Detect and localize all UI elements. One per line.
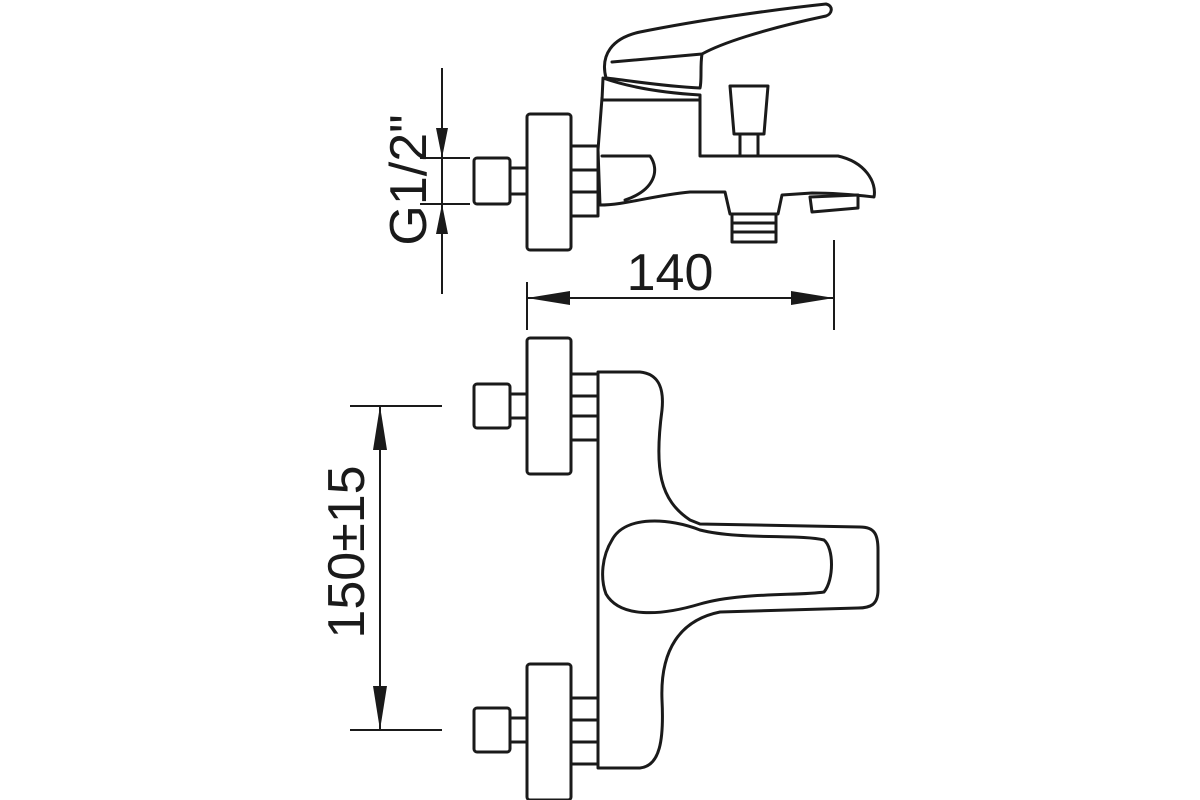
- side-view: [472, 2, 876, 252]
- thread-arrow-down: [436, 128, 448, 158]
- side-body-curve: [600, 154, 657, 202]
- front-lever-handle: [601, 519, 833, 615]
- width-dimension-label: 140: [627, 244, 714, 302]
- side-cartridge: [600, 76, 702, 102]
- side-flange: [525, 112, 573, 252]
- front-upper-nut: [569, 372, 600, 442]
- front-upper-flange: [525, 336, 573, 476]
- front-lower-connector-neck: [508, 716, 530, 744]
- front-lower-nut: [569, 696, 600, 766]
- front-view: [472, 336, 880, 800]
- front-lower-flange: [525, 662, 573, 800]
- side-diverter-knob: [728, 84, 770, 136]
- front-lower-connector-stub: [472, 706, 512, 754]
- side-diverter-stem: [738, 132, 760, 158]
- spacing-arrow-down: [373, 686, 387, 730]
- width-arrow-right: [791, 291, 834, 305]
- side-nut-outer: [569, 144, 600, 218]
- side-lever-line: [610, 52, 704, 64]
- side-body-spout: [596, 96, 876, 216]
- side-connector-stub: [472, 156, 512, 206]
- thread-arrow-up: [436, 204, 448, 234]
- width-dimension: 140: [526, 240, 835, 330]
- spacing-dimension: 150±15: [318, 405, 442, 731]
- side-spout-tip: [808, 193, 860, 214]
- spacing-dimension-label: 150±15: [318, 465, 376, 638]
- front-upper-connector-stub: [472, 382, 512, 430]
- front-upper-connector-neck: [508, 392, 530, 420]
- side-lever-handle: [603, 2, 833, 90]
- width-arrow-left: [527, 291, 570, 305]
- side-outlet-thread: [730, 212, 778, 244]
- side-connector-neck: [508, 166, 530, 196]
- thread-dimension-label: G1/2": [380, 114, 438, 245]
- spacing-arrow-up: [373, 406, 387, 450]
- thread-dimension: G1/2": [380, 68, 470, 294]
